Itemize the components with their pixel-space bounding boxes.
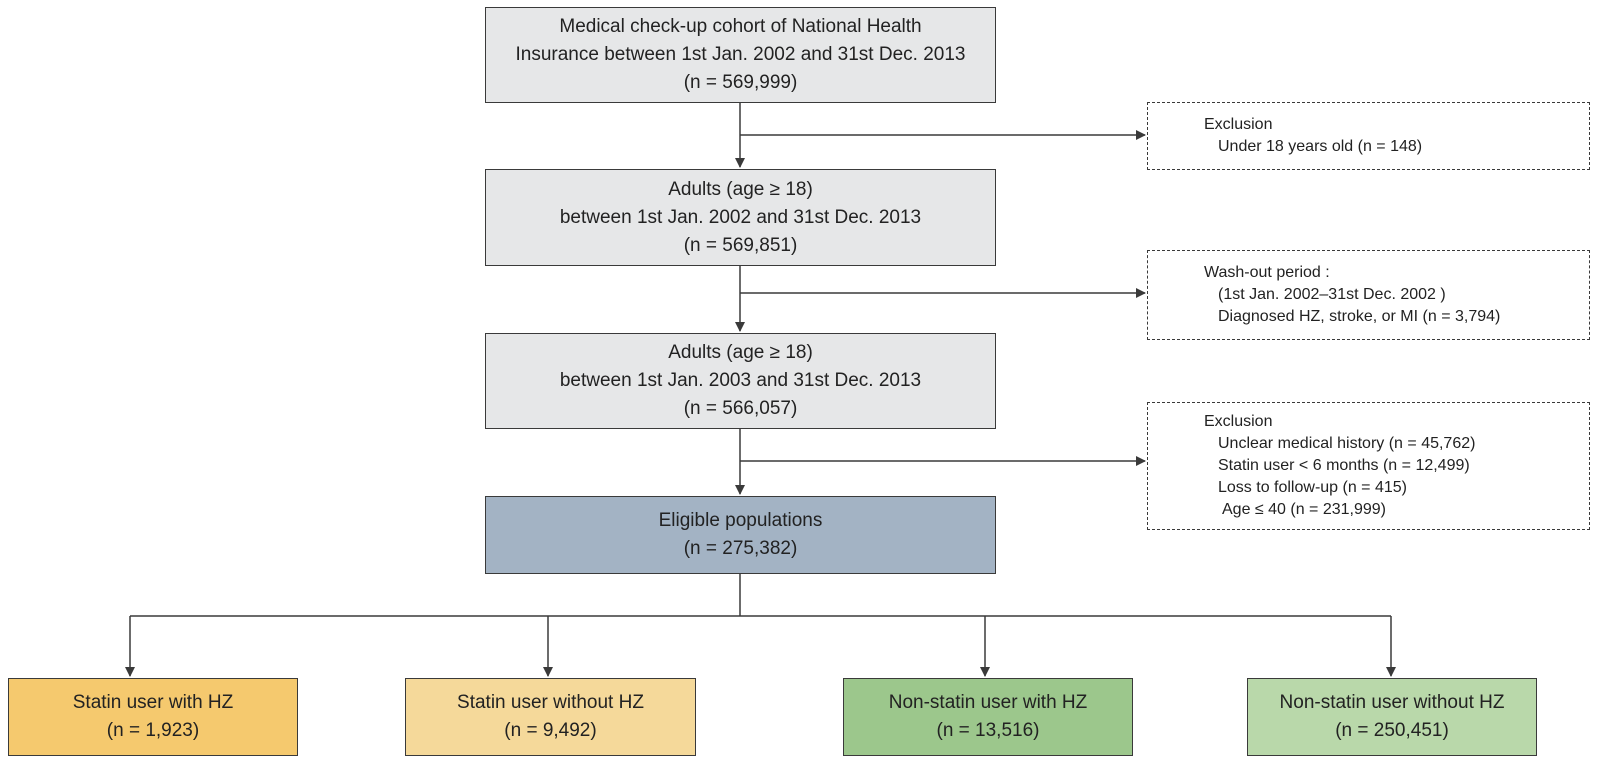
group-statin-hz: Statin user with HZ (n = 1,923) (8, 678, 298, 756)
group-nonstatin-no-hz: Non-statin user without HZ (n = 250,451) (1247, 678, 1537, 756)
adults-2002-line1: Adults (age ≥ 18) (668, 178, 813, 200)
group-statin-no-hz: Statin user without HZ (n = 9,492) (405, 678, 696, 756)
washout-diagnosed: Diagnosed HZ, stroke, or MI (n = 3,794) (1218, 308, 1501, 325)
exclusion-2-item-statin-short: Statin user < 6 months (n = 12,499) (1218, 457, 1470, 474)
exclusion-1-item: Under 18 years old (n = 148) (1218, 138, 1423, 155)
cohort-count: (n = 569,999) (683, 72, 798, 93)
adults-2003-line1: Adults (age ≥ 18) (668, 342, 813, 363)
exclusion-2-item-lost-followup: Loss to follow-up (n = 415) (1218, 479, 1407, 496)
adults-2003-line2: between 1st Jan. 2003 and 31st Dec. 2013 (559, 370, 922, 391)
adults-2003-box: Adults (age ≥ 18) between 1st Jan. 2003 … (485, 333, 996, 429)
group-nonstatin-hz-count: (n = 13,516) (936, 720, 1040, 741)
exclusion-2-item-unclear-history: Unclear medical history (n = 45,762) (1218, 435, 1476, 452)
cohort-line1: Medical check-up cohort of National Heal… (559, 16, 922, 37)
washout-title: Wash-out period : (1204, 264, 1330, 281)
washout-period: (1st Jan. 2002–31st Dec. 2002 ) (1218, 286, 1446, 303)
exclusion-box-2: Exclusion Unclear medical history (n = 4… (1147, 402, 1590, 530)
group-statin-hz-label: Statin user with HZ (72, 692, 234, 713)
washout-box: Wash-out period : (1st Jan. 2002–31st De… (1147, 250, 1590, 340)
group-nonstatin-hz-label: Non-statin user with HZ (888, 692, 1088, 713)
group-statin-hz-count: (n = 1,923) (106, 720, 200, 741)
group-statin-no-hz-label: Statin user without HZ (457, 692, 644, 713)
adults-2003-count: (n = 566,057) (683, 398, 798, 419)
exclusion-2-title: Exclusion (1204, 413, 1273, 430)
adults-2002-line2: between 1st Jan. 2002 and 31st Dec. 2013 (559, 206, 922, 228)
adults-2002-box: Adults (age ≥ 18) between 1st Jan. 2002 … (485, 169, 996, 266)
exclusion-1-title: Exclusion (1204, 116, 1273, 133)
cohort-box: Medical check-up cohort of National Heal… (485, 7, 996, 103)
group-statin-no-hz-count: (n = 9,492) (504, 720, 597, 741)
group-nonstatin-no-hz-count: (n = 250,451) (1335, 720, 1449, 741)
cohort-line2: Insurance between 1st Jan. 2002 and 31st… (515, 44, 966, 65)
eligible-count: (n = 275,382) (683, 538, 798, 559)
exclusion-box-1: Exclusion Under 18 years old (n = 148) (1147, 102, 1590, 170)
eligible-box: Eligible populations (n = 275,382) (485, 496, 996, 574)
exclusion-2-item-age: Age ≤ 40 (n = 231,999) (1222, 501, 1387, 518)
group-nonstatin-no-hz-label: Non-statin user without HZ (1279, 692, 1505, 713)
eligible-label: Eligible populations (658, 510, 823, 531)
group-nonstatin-hz: Non-statin user with HZ (n = 13,516) (843, 678, 1133, 756)
adults-2002-count: (n = 569,851) (683, 234, 798, 256)
